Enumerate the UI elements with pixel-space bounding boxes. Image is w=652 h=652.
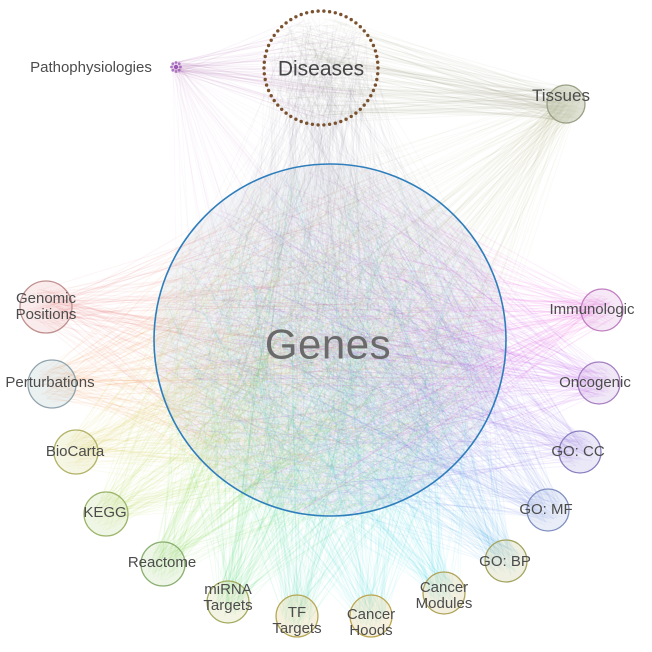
node-circle-perturbations	[27, 359, 77, 409]
node-circle-tf-targets	[275, 594, 319, 638]
diseases-dotted-ring	[262, 9, 380, 127]
node-circle-genomic-positions	[19, 280, 73, 334]
node-circle-biocarta	[53, 429, 99, 475]
node-circle-mirna-targets	[206, 580, 250, 624]
node-circle-go-bp	[484, 539, 528, 583]
node-circle-immunologic	[580, 288, 624, 332]
node-circle-cancer-modules	[422, 571, 466, 615]
node-circle-go-mf	[526, 488, 570, 532]
genes-circle	[153, 163, 507, 517]
node-circle-tissues	[546, 84, 586, 124]
node-marker-pathophysiologies	[170, 61, 182, 73]
node-circle-oncogenic	[577, 361, 621, 405]
node-circle-kegg	[83, 491, 129, 537]
node-circle-cancer-hoods	[349, 594, 393, 638]
genes-area	[154, 164, 506, 516]
node-circle-go-cc	[558, 430, 602, 474]
node-circle-reactome	[140, 541, 186, 587]
